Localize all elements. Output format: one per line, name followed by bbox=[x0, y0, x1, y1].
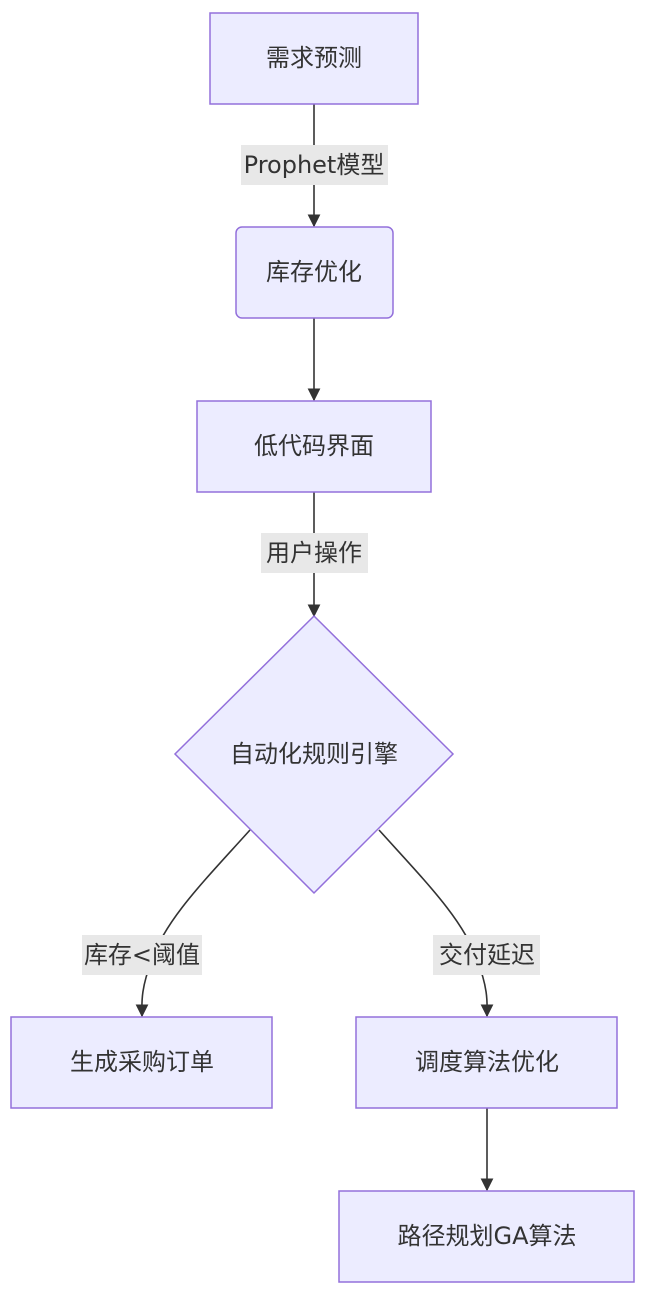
svg-text:调度算法优化: 调度算法优化 bbox=[415, 1048, 559, 1076]
node-lowcode-ui[interactable]: 低代码界面 bbox=[196, 400, 432, 493]
node-purchase-order[interactable]: 生成采购订单 bbox=[10, 1016, 273, 1109]
node-rules-engine[interactable]: 自动化规则引擎 bbox=[173, 614, 455, 895]
svg-text:交付延迟: 交付延迟 bbox=[439, 941, 535, 969]
edge-engine-to-scheduling bbox=[378, 829, 494, 1018]
node-scheduling-optimization[interactable]: 调度算法优化 bbox=[355, 1016, 618, 1109]
svg-text:库存优化: 库存优化 bbox=[266, 258, 362, 286]
edge-label-user-action: 用户操作 bbox=[261, 533, 368, 573]
edge-engine-to-purchase bbox=[135, 829, 251, 1018]
node-inventory-optimization[interactable]: 库存优化 bbox=[235, 226, 394, 319]
edge-label-inventory-threshold: 库存<阈值 bbox=[82, 935, 202, 975]
svg-text:需求预测: 需求预测 bbox=[266, 44, 362, 72]
svg-text:低代码界面: 低代码界面 bbox=[254, 432, 374, 460]
node-demand-forecast[interactable]: 需求预测 bbox=[209, 12, 419, 105]
svg-text:Prophet模型: Prophet模型 bbox=[244, 151, 385, 179]
svg-text:自动化规则引擎: 自动化规则引擎 bbox=[230, 740, 398, 768]
svg-text:生成采购订单: 生成采购订单 bbox=[70, 1048, 214, 1076]
svg-text:路径规划GA算法: 路径规划GA算法 bbox=[397, 1222, 576, 1250]
node-route-planning[interactable]: 路径规划GA算法 bbox=[338, 1190, 635, 1283]
edge-label-delivery-delay: 交付延迟 bbox=[433, 935, 540, 975]
svg-text:用户操作: 用户操作 bbox=[266, 539, 362, 567]
edge-label-prophet: Prophet模型 bbox=[241, 145, 388, 185]
svg-text:库存<阈值: 库存<阈值 bbox=[84, 941, 200, 969]
